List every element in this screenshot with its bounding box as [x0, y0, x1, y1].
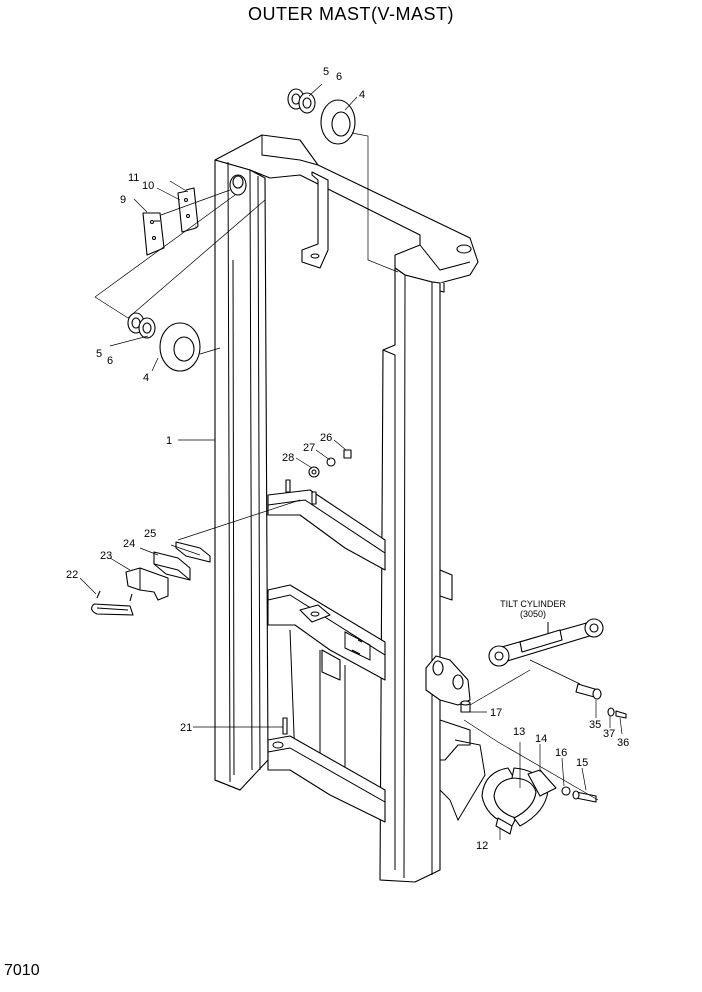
rail-stud — [229, 174, 247, 196]
tilt-cylinder-label: TILT CYLINDER — [500, 599, 566, 609]
callout-16: 16 — [555, 747, 567, 759]
bottom-crossmember — [267, 735, 386, 823]
callout-6-top: 6 — [336, 71, 342, 83]
tilt-bracket — [425, 569, 471, 706]
callouts: 5 6 4 11 10 9 5 6 4 1 26 27 28 25 24 23 … — [66, 66, 629, 852]
callout-10: 10 — [142, 180, 154, 192]
lower-mounting-block — [439, 719, 486, 822]
callout-25: 25 — [144, 528, 156, 540]
callout-5-left: 5 — [96, 348, 102, 360]
callout-23: 23 — [100, 550, 112, 562]
diagram-title: OUTER MAST(V-MAST) — [248, 4, 454, 24]
callout-24: 24 — [123, 538, 135, 550]
top-inner-bracket — [301, 171, 329, 269]
callout-5-top: 5 — [323, 66, 329, 78]
left-bearing-set — [127, 312, 201, 372]
lower-crossmember — [267, 584, 386, 785]
callout-6-left: 6 — [107, 355, 113, 367]
cylinder-pin — [575, 683, 627, 719]
callout-14: 14 — [535, 733, 547, 745]
shim-plates — [142, 187, 199, 256]
left-mast-rail — [214, 159, 288, 791]
callout-21: 21 — [180, 722, 192, 734]
callout-1: 1 — [166, 435, 172, 447]
right-mast-rail — [379, 267, 441, 883]
callout-17: 17 — [490, 707, 502, 719]
callout-37: 37 — [603, 728, 615, 740]
ubolt-assembly — [91, 541, 211, 616]
callout-36: 36 — [617, 737, 629, 749]
tilt-cylinder — [488, 618, 604, 667]
callout-9: 9 — [120, 194, 126, 206]
bolt-17 — [460, 700, 471, 713]
callout-13: 13 — [513, 726, 525, 738]
page-number: 7010 — [4, 962, 40, 979]
mast-clamp — [481, 767, 597, 835]
leader-lines — [79, 83, 623, 840]
callout-12: 12 — [476, 840, 488, 852]
callout-28: 28 — [282, 452, 294, 464]
callout-15: 15 — [576, 757, 588, 769]
callout-26: 26 — [320, 432, 332, 444]
top-bearing-set — [287, 88, 356, 145]
callout-4-top: 4 — [359, 89, 365, 101]
callout-4-left: 4 — [143, 372, 149, 384]
tilt-cylinder-ref: (3050) — [520, 609, 546, 619]
callout-35: 35 — [589, 719, 601, 731]
middle-crossmember — [267, 479, 386, 571]
callout-22: 22 — [66, 569, 78, 581]
callout-27: 27 — [303, 442, 315, 454]
callout-11: 11 — [128, 172, 139, 184]
fasteners-26-28 — [308, 449, 352, 478]
